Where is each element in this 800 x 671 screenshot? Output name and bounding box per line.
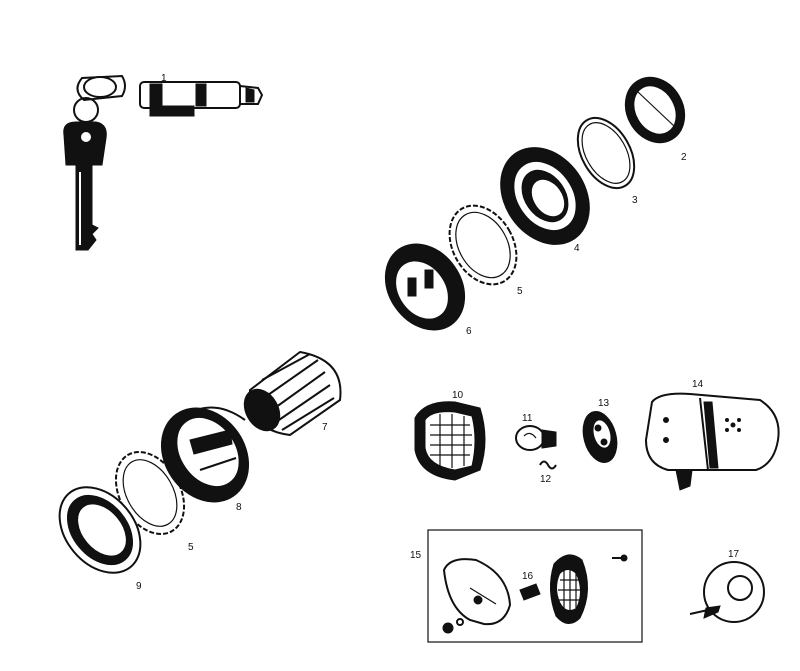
label-part-6: 6 (466, 326, 472, 337)
label-part-13: 13 (598, 398, 610, 409)
label-part-7: 7 (322, 422, 328, 433)
label-part-11: 11 (522, 413, 533, 424)
label-part-14: 14 (692, 379, 704, 390)
label-part-16: 16 (522, 571, 534, 582)
ball-bearing-5-upper (448, 204, 518, 286)
flat-ring-part-9 (58, 486, 142, 574)
ring-part-2 (624, 76, 686, 144)
label-part-5-lower: 5 (188, 542, 194, 553)
label-part-1: 1 (161, 73, 167, 84)
lock-with-keys (63, 74, 264, 251)
housing-part-8 (160, 406, 250, 503)
bulb-holder-part-13 (582, 411, 618, 463)
ball-bearing-5-lower (114, 451, 186, 535)
bell-part-17 (689, 561, 765, 623)
label-part-4: 4 (574, 243, 580, 254)
label-part-15: 15 (410, 550, 422, 561)
bearing-cup-4 (500, 147, 590, 245)
spring-part-12 (539, 460, 557, 470)
reflector-assembly-part-15 (427, 529, 643, 643)
label-part-17: 17 (728, 549, 740, 560)
label-part-12: 12 (540, 474, 552, 485)
lamp-housing-part-14 (644, 392, 780, 491)
label-part-8: 8 (236, 502, 242, 513)
ring-part-3 (576, 116, 636, 190)
cone-part-6 (384, 243, 466, 331)
lamp-lens-part-10 (414, 401, 486, 481)
cylinder-part-7 (243, 350, 342, 437)
label-part-9: 9 (136, 581, 142, 592)
label-part-3: 3 (632, 195, 638, 206)
label-part-5-upper: 5 (517, 286, 523, 297)
bulb-part-11 (515, 425, 557, 451)
label-part-2: 2 (681, 152, 687, 163)
label-part-10: 10 (452, 390, 464, 401)
